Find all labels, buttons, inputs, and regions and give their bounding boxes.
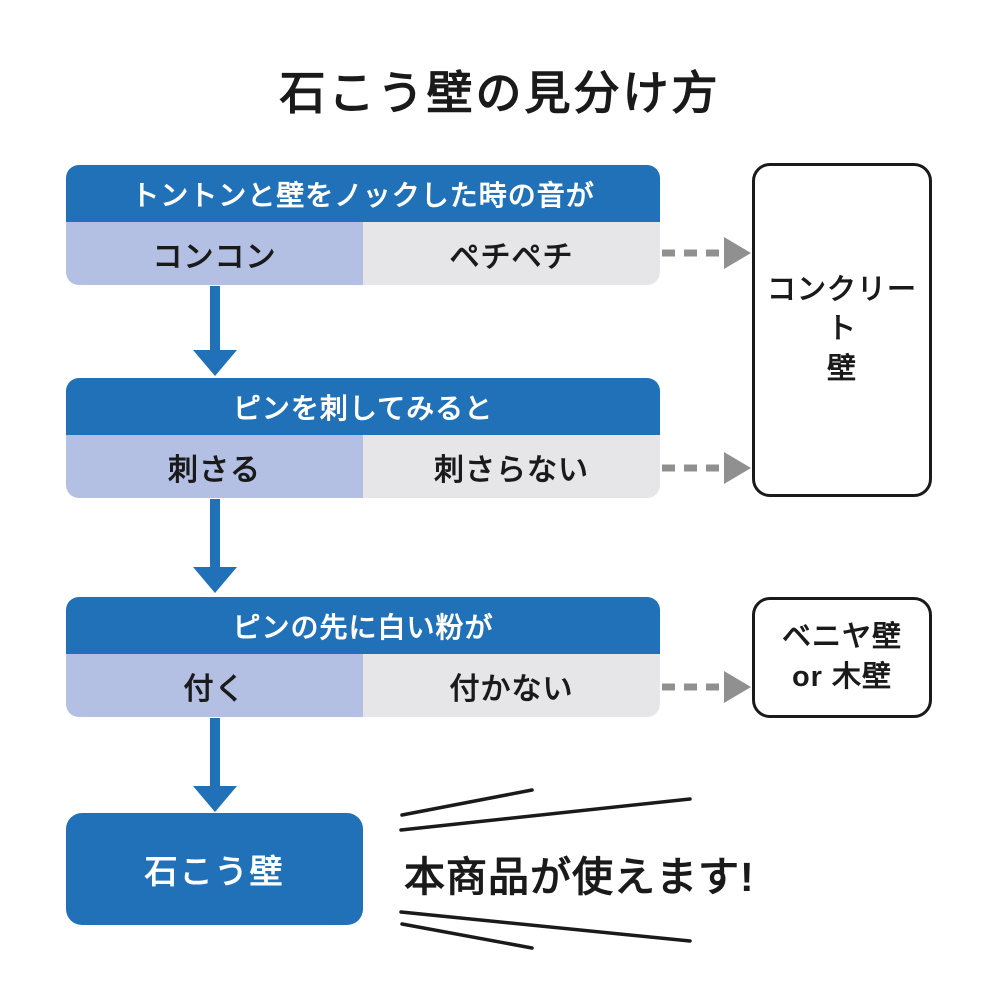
step-box-white-powder: ピンの先に白い粉が 付く 付かない [66, 597, 660, 717]
page-title: 石こう壁の見分け方 [279, 67, 721, 119]
outcome-plywood-or-wood-wall: ベニヤ壁 or 木壁 [752, 597, 932, 718]
option-does-not-stick: 刺さらない [363, 435, 660, 498]
down-arrow-icon-step2 [193, 499, 237, 593]
dashed-arrow-icon-to-wood [662, 671, 751, 703]
option-powder-does-not-attach: 付かない [363, 654, 660, 717]
option-powder-attaches: 付く [66, 654, 363, 717]
step-box-knock-sound: トントンと壁をノックした時の音が コンコン ペチペチ [66, 165, 660, 285]
step-options-pin-stick: 刺さる 刺さらない [66, 435, 660, 498]
option-pechipechi: ペチペチ [363, 222, 660, 285]
option-konkon: コンコン [66, 222, 363, 285]
dashed-arrow-icon-to-concrete-1 [662, 237, 751, 269]
result-gypsum-wall: 石こう壁 [66, 813, 363, 925]
promo-text: 本商品が使えます! [404, 854, 755, 900]
down-arrow-icon-step3 [193, 718, 237, 812]
outcome-concrete-wall: コンクリート 壁 [752, 163, 932, 497]
step-question-knock-sound: トントンと壁をノックした時の音が [66, 165, 660, 222]
dashed-arrow-icon-to-concrete-2 [662, 452, 751, 484]
down-arrow-icon-step1 [193, 286, 237, 376]
step-question-white-powder: ピンの先に白い粉が [66, 597, 660, 654]
step-options-white-powder: 付く 付かない [66, 654, 660, 717]
step-options-knock-sound: コンコン ペチペチ [66, 222, 660, 285]
step-box-pin-stick: ピンを刺してみると 刺さる 刺さらない [66, 378, 660, 498]
option-sticks: 刺さる [66, 435, 363, 498]
step-question-pin-stick: ピンを刺してみると [66, 378, 660, 435]
